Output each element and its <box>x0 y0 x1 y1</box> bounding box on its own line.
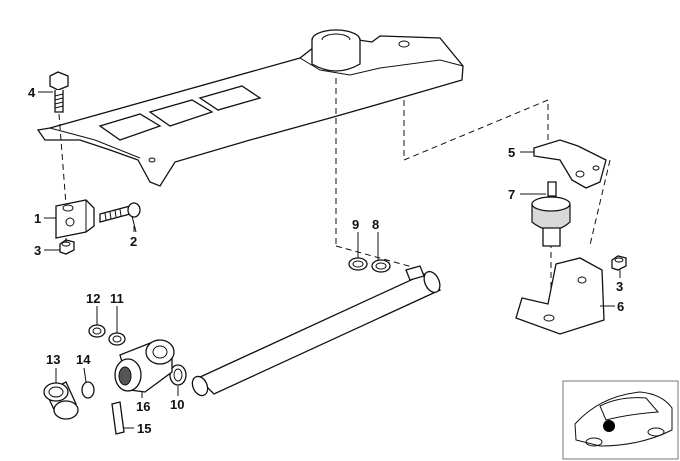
shift-rod <box>191 265 442 397</box>
callout-leaders <box>38 91 621 429</box>
circlip-12 <box>88 324 106 338</box>
joint-housing-16 <box>114 339 175 393</box>
callout-9: 9 <box>352 217 359 232</box>
bracket-6 <box>515 257 605 335</box>
location-marker-dot <box>603 420 615 432</box>
center-dash-bracket <box>403 99 549 161</box>
callout-11: 11 <box>110 291 124 306</box>
washer-11 <box>108 332 126 346</box>
callout-4: 4 <box>28 85 36 100</box>
callout-3-right: 3 <box>616 279 623 294</box>
callout-8: 8 <box>372 217 379 232</box>
ring-14 <box>81 381 95 399</box>
center-dash-shaft <box>335 245 417 269</box>
callout-10: 10 <box>170 397 184 412</box>
screw-2 <box>99 202 141 233</box>
callout-2: 2 <box>130 234 137 249</box>
clamp-block-1 <box>55 199 95 239</box>
nut-3-left <box>59 239 75 255</box>
callout-16: 16 <box>136 399 150 414</box>
pin-15 <box>111 401 125 435</box>
callout-3-left: 3 <box>34 243 41 258</box>
callout-12: 12 <box>86 291 100 306</box>
bolt-4 <box>49 71 69 113</box>
heat-shield-plate <box>36 29 464 187</box>
bracket-5 <box>533 139 607 189</box>
callout-13: 13 <box>46 352 60 367</box>
rubber-mount-7 <box>531 181 571 247</box>
leader-dash-4 <box>58 113 67 206</box>
nut-3-right <box>611 255 627 271</box>
callout-7: 7 <box>508 187 515 202</box>
circlip-9 <box>348 257 368 271</box>
callout-5: 5 <box>508 145 515 160</box>
vehicle-locator-inset <box>562 380 679 460</box>
center-dash-bracket-b <box>589 159 611 246</box>
callout-6: 6 <box>617 299 624 314</box>
callout-15: 15 <box>137 421 151 436</box>
bushing-13 <box>43 381 79 420</box>
callout-1: 1 <box>34 211 41 226</box>
washer-10 <box>169 364 187 386</box>
washer-8 <box>371 259 391 273</box>
callout-14: 14 <box>76 352 91 367</box>
